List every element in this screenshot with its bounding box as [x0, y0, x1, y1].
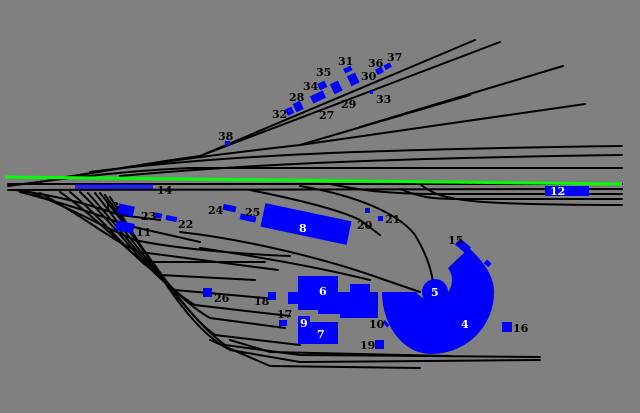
label-15: 15: [448, 234, 463, 247]
track-upper-6: [89, 145, 623, 173]
building-6: [298, 276, 378, 318]
label-5: 5: [431, 286, 439, 299]
label-19: 19: [360, 339, 375, 352]
building-16: [502, 322, 512, 332]
building-29: [329, 80, 343, 95]
track-tt-feed-2: [199, 247, 371, 281]
building-11: [115, 220, 135, 234]
label-8: 8: [299, 222, 307, 235]
building-31: [343, 65, 353, 74]
mainline-green: [4, 175, 623, 186]
track-to-turntable-1: [299, 185, 436, 293]
building-13: [117, 203, 135, 217]
label-13: 13: [104, 200, 119, 213]
label-29: 29: [341, 98, 356, 111]
label-14: 14: [157, 184, 173, 197]
track-siding-c: [419, 183, 623, 206]
building-23: [154, 212, 163, 219]
building-20: [365, 208, 370, 213]
building-37: [383, 62, 392, 70]
building-7: [298, 322, 338, 344]
label-37: 37: [387, 51, 402, 64]
label-9: 9: [300, 317, 308, 330]
building-6-annex: [288, 292, 300, 304]
building-9: [298, 316, 310, 326]
building-10: [382, 320, 390, 328]
label-30: 30: [361, 70, 377, 83]
label-34: 34: [303, 80, 319, 93]
building-15: [455, 238, 471, 254]
track-to-turntable-2: [249, 189, 381, 236]
label-28: 28: [289, 91, 305, 104]
label-38: 38: [218, 130, 234, 143]
label-36: 36: [368, 57, 384, 70]
building-17: [279, 320, 287, 326]
building-27: [309, 90, 327, 104]
buildings: [75, 62, 589, 354]
label-23: 23: [141, 210, 156, 223]
track-upper-2: [199, 41, 501, 157]
label-18: 18: [254, 295, 270, 308]
label-24: 24: [208, 204, 224, 217]
track-siding-a: [329, 183, 623, 195]
building-16-small: [483, 259, 492, 268]
track-yard-8: [87, 192, 291, 317]
track-yard-13: [229, 339, 451, 357]
label-32: 32: [272, 108, 287, 121]
label-12: 12: [550, 185, 565, 198]
label-16: 16: [513, 322, 529, 335]
building-24: [222, 203, 237, 213]
label-7: 7: [317, 328, 325, 341]
label-35: 35: [316, 66, 331, 79]
label-27: 27: [319, 109, 334, 122]
label-17: 17: [277, 308, 292, 321]
building-21: [378, 216, 383, 221]
label-25: 25: [245, 206, 260, 219]
building-38: [225, 141, 230, 146]
building-28: [292, 100, 304, 113]
label-11: 11: [136, 226, 151, 239]
track-upper-5: [299, 103, 586, 146]
label-31: 31: [338, 55, 353, 68]
label-22: 22: [178, 218, 193, 231]
track-upper-1: [39, 39, 476, 183]
building-32: [285, 106, 295, 116]
building-30: [346, 72, 360, 87]
track-upper-7: [119, 154, 623, 177]
track-yard-3: [29, 191, 291, 257]
label-10: 10: [369, 318, 385, 331]
building-18: [268, 292, 276, 300]
turntable-5: [422, 279, 448, 305]
track-upper-4: [359, 65, 564, 128]
building-14: [75, 184, 153, 189]
building-33: [370, 91, 373, 94]
building-36: [375, 66, 384, 75]
track-upper-8: [7, 167, 623, 187]
label-4: 4: [461, 318, 469, 331]
track-yard-14: [209, 339, 421, 369]
label-6: 6: [319, 285, 327, 298]
label-20: 20: [357, 219, 373, 232]
building-25: [239, 213, 257, 223]
building-26: [203, 288, 212, 297]
labels: 38 32 28 27 34 35 29 31 30 36 37 33 14 1…: [104, 51, 565, 352]
building-34: [317, 80, 328, 91]
label-21: 21: [385, 213, 400, 226]
building-8: [260, 203, 352, 245]
building-22: [165, 215, 178, 223]
label-33: 33: [376, 93, 391, 106]
label-26: 26: [214, 292, 230, 305]
track-tt-feed-1: [179, 231, 421, 293]
building-12: [545, 186, 589, 196]
building-19: [375, 340, 384, 349]
